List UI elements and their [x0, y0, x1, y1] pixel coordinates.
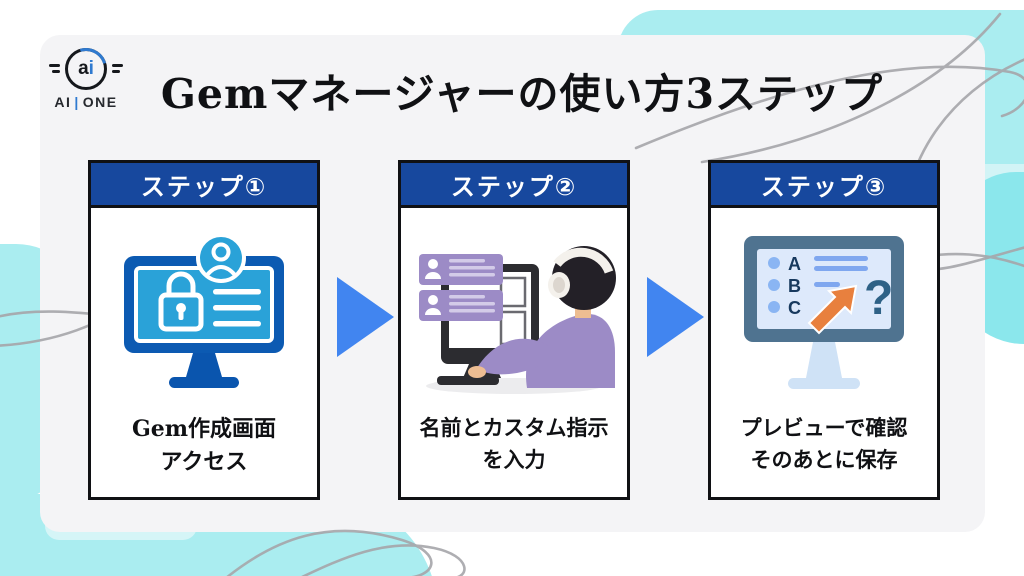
page-title: Gemマネージャーの使い方3ステップ	[160, 70, 884, 118]
cursor-arrow-icon	[807, 284, 857, 335]
logo-name: AI|ONE	[44, 94, 128, 110]
logo-name-ai: AI	[54, 94, 72, 110]
step-card-2: ステップ②	[398, 160, 630, 500]
monitor-lock-icon	[124, 232, 284, 388]
logo-letter-i: i	[88, 58, 94, 79]
step-3-caption-line1: プレビューで確認	[740, 417, 908, 440]
step-card-3: ステップ③ A B C ? プレビューで確認 そのあとに	[708, 160, 940, 500]
logo-separator: |	[74, 94, 80, 110]
step-2-caption-line2: を入力	[482, 448, 546, 472]
step-2-caption: 名前とカスタム指示 を入力	[420, 413, 609, 476]
question-mark: ?	[864, 272, 893, 325]
step-1-illustration	[91, 208, 317, 413]
logo-letter-a: a	[78, 58, 89, 79]
logo-blue-arc	[57, 40, 115, 98]
arrow-right-icon	[647, 277, 704, 357]
step-3-caption-line2: そのあとに保存	[750, 448, 898, 472]
step-1-caption: Gem作成画面 アクセス	[132, 413, 276, 479]
list-letter-b: B	[788, 276, 801, 296]
person-typing-icon	[419, 245, 616, 394]
step-2-illustration	[401, 208, 627, 413]
arrow-right-icon	[337, 277, 394, 357]
step-1-caption-line2: アクセス	[160, 449, 248, 475]
list-letter-a: A	[788, 254, 801, 274]
logo-tick-icon	[52, 70, 60, 73]
logo-tick-icon	[49, 64, 60, 67]
logo-tick-icon	[112, 64, 123, 67]
logo-tick-icon	[112, 70, 120, 73]
step-3-header: ステップ③	[711, 163, 937, 208]
list-letter-c: C	[788, 298, 801, 318]
step-1-header: ステップ①	[91, 163, 317, 208]
step-2-header: ステップ②	[401, 163, 627, 208]
step-3-illustration: A B C ?	[711, 208, 937, 413]
step-2-caption-line1: 名前とカスタム指示	[419, 417, 609, 440]
step-3-caption: プレビューで確認 そのあとに保存	[741, 413, 908, 476]
step-card-1: ステップ① Gem作成画面 アクセス	[88, 160, 320, 500]
logo-name-one: ONE	[82, 94, 118, 110]
preview-check-icon: A B C ?	[743, 236, 904, 389]
step-1-caption-line1: Gem作成画面	[131, 416, 277, 442]
